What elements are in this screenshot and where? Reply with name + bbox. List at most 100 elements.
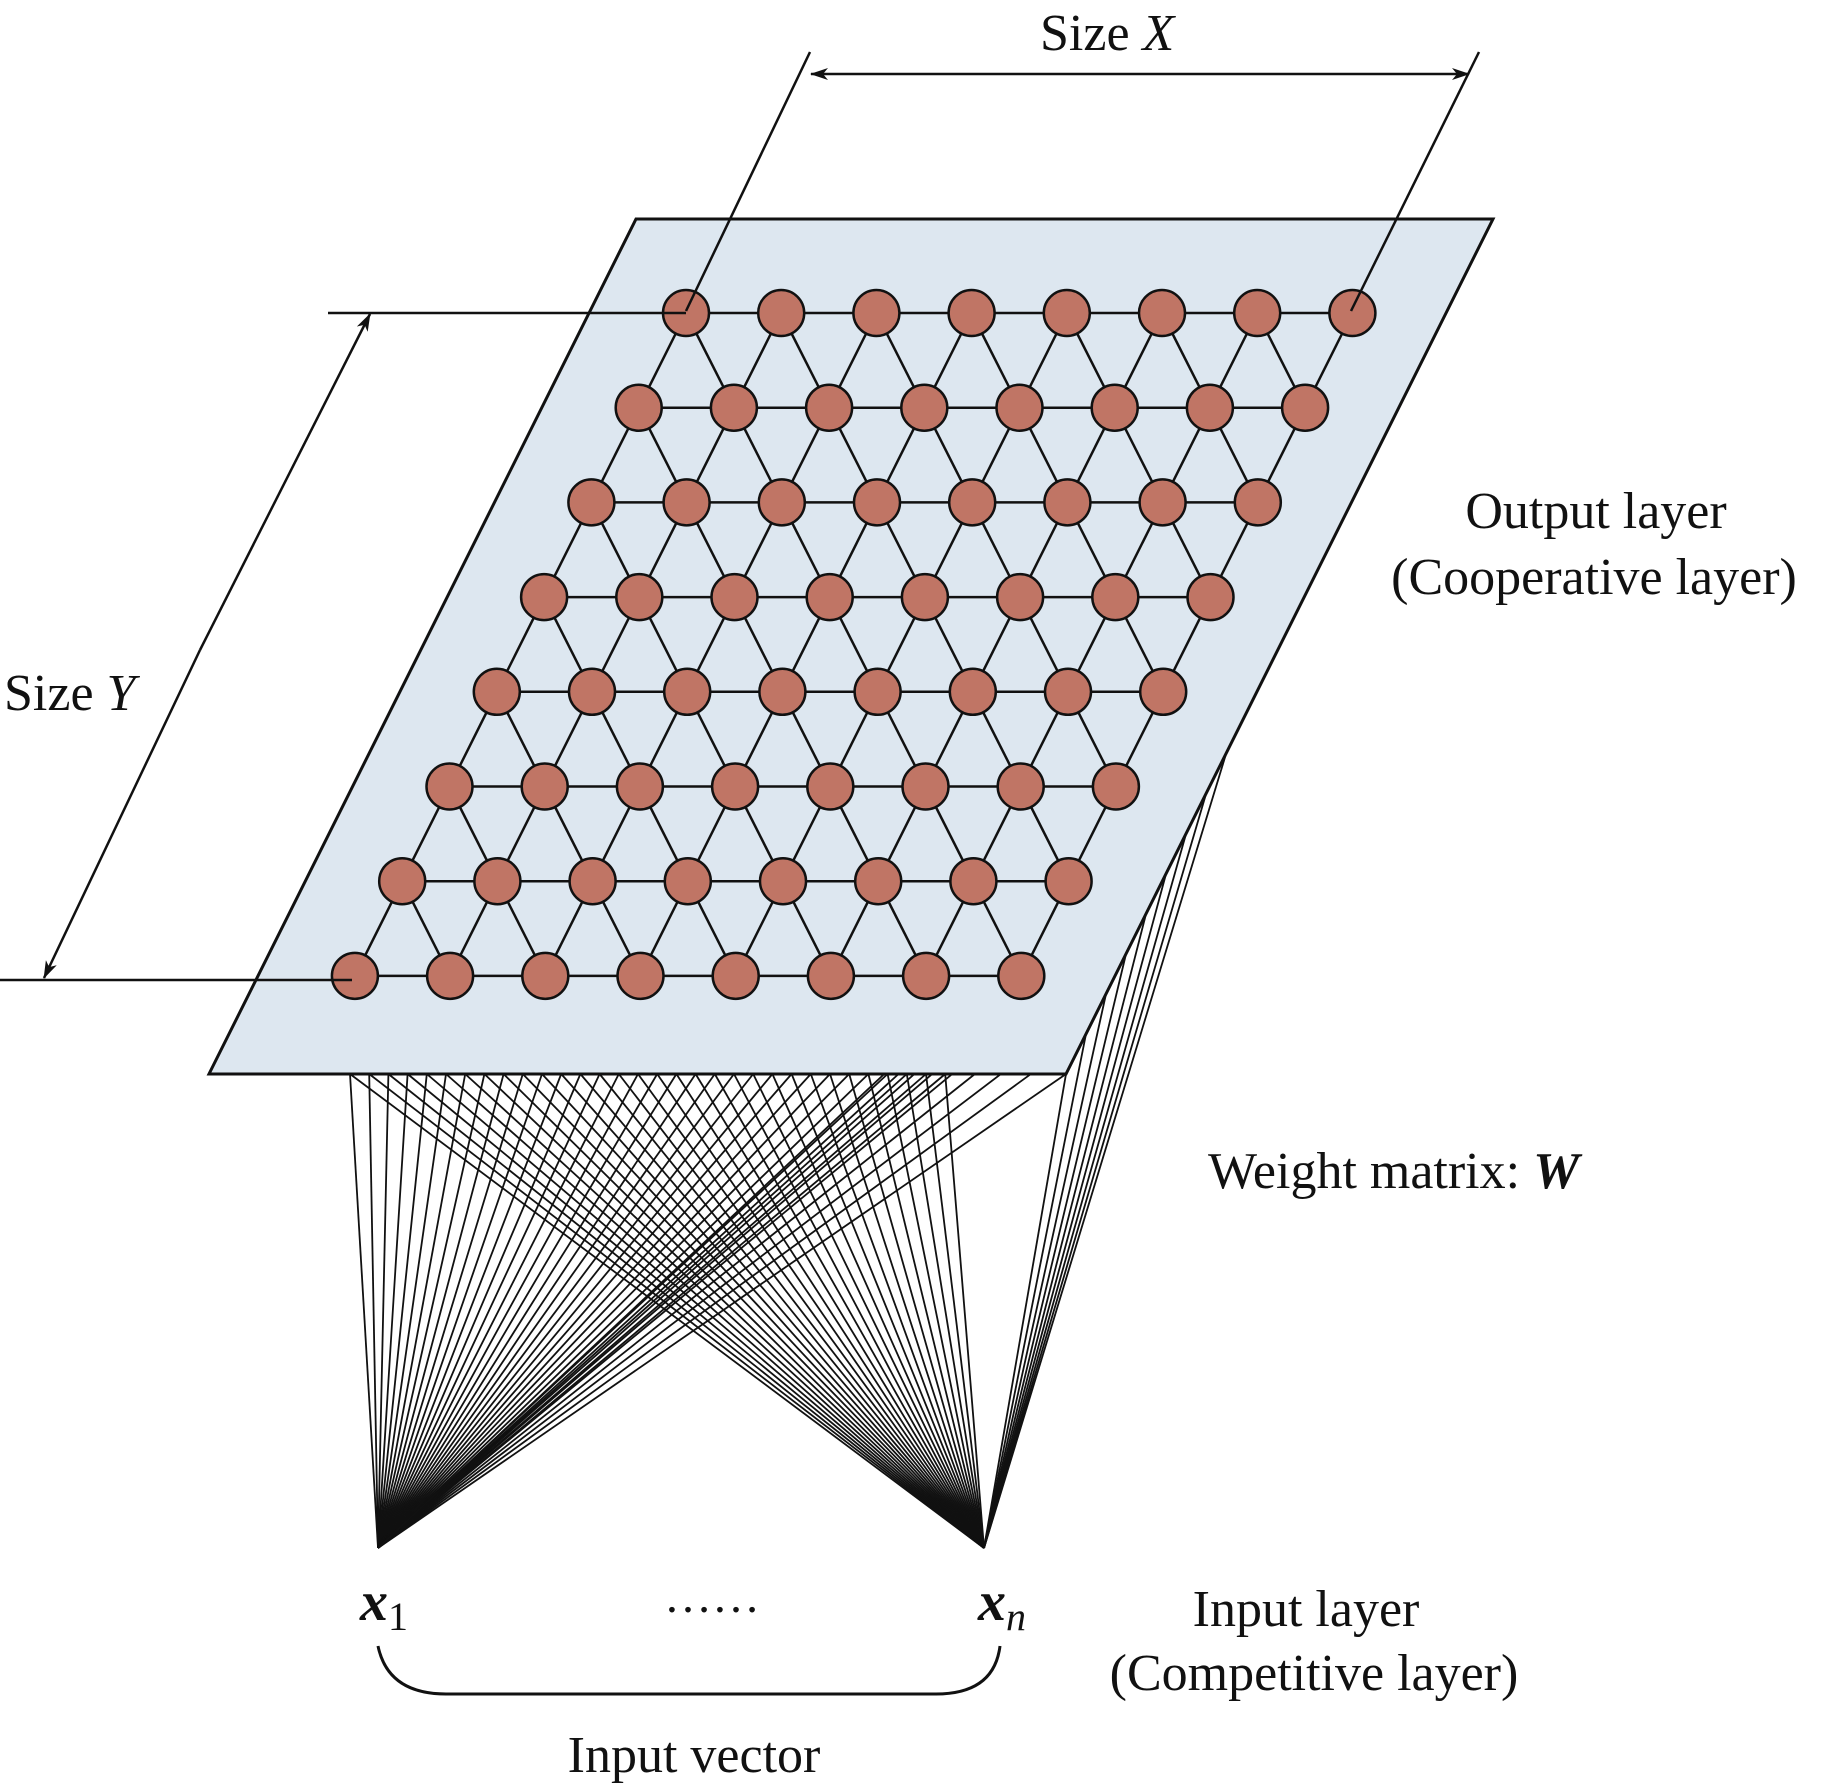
weight-line — [377, 1073, 716, 1549]
neuron-node — [519, 572, 569, 622]
neuron-node — [567, 478, 616, 527]
neuron-node — [1233, 478, 1283, 527]
neuron-node — [1044, 856, 1093, 906]
neuron-node — [472, 667, 522, 717]
weight-line — [377, 1073, 812, 1549]
weight-line — [541, 1073, 985, 1549]
weight-line — [598, 1073, 985, 1549]
neuron-node — [804, 383, 854, 432]
input-layer-label: Input layer — [1193, 1581, 1420, 1638]
neuron-node — [615, 762, 665, 811]
weight-line — [349, 1073, 985, 1549]
input-vector-brace — [376, 1645, 1002, 1696]
weight-line — [377, 1073, 678, 1549]
neuron-node — [1043, 478, 1092, 527]
neuron-node — [614, 383, 663, 432]
neuron-node — [662, 667, 712, 717]
weight-line — [983, 953, 1127, 1549]
output-layer-label: Output layer — [1465, 483, 1726, 540]
weight-connections — [349, 753, 1227, 1549]
weight-line — [377, 1073, 754, 1549]
neuron-node — [1138, 478, 1187, 527]
weight-matrix-label: Weight matrix: W — [1208, 1143, 1583, 1200]
output-layer-sublabel: (Cooperative layer) — [1391, 549, 1797, 606]
weight-line — [349, 1073, 379, 1549]
weight-line — [377, 1073, 486, 1549]
weight-line — [377, 1073, 850, 1549]
neuron-node — [1185, 383, 1235, 432]
weight-line — [656, 1073, 985, 1549]
weight-line — [377, 1073, 428, 1549]
neuron-node — [1043, 667, 1093, 717]
neuron-node — [1091, 762, 1141, 811]
neuron-node — [853, 856, 903, 906]
weight-line — [377, 1073, 1067, 1549]
neuron-node — [377, 856, 427, 906]
weight-line — [377, 1073, 505, 1549]
weight-line — [377, 1073, 409, 1549]
weight-line — [694, 1073, 985, 1549]
weight-line — [368, 1073, 379, 1549]
weight-line — [377, 1073, 447, 1549]
input-ellipsis: …… — [664, 1570, 760, 1623]
neuron-node — [662, 478, 711, 527]
neuron-node — [425, 762, 474, 811]
weight-line — [407, 1073, 985, 1549]
weight-line — [867, 1073, 985, 1549]
weight-line — [579, 1073, 985, 1549]
weight-line — [387, 1073, 985, 1549]
weight-line — [377, 1073, 658, 1549]
weight-line — [522, 1073, 985, 1549]
weight-line — [483, 1073, 985, 1549]
neuron-node — [853, 667, 902, 717]
neuron-node — [900, 383, 949, 432]
weight-line — [752, 1073, 985, 1549]
neuron-node — [901, 951, 951, 1001]
weight-line — [848, 1073, 985, 1549]
weight-line — [560, 1073, 985, 1549]
input-layer-sublabel: (Competitive layer) — [1110, 1645, 1519, 1702]
weight-line — [377, 1073, 774, 1549]
size-x-label: Size X — [1040, 5, 1177, 62]
weight-line — [377, 1073, 697, 1549]
weight-line — [377, 1073, 390, 1549]
neuron-node — [806, 951, 856, 1001]
neuron-node — [567, 667, 617, 717]
neuron-node — [997, 951, 1046, 1001]
neuron-node — [948, 667, 998, 717]
neuron-node — [900, 572, 950, 622]
neuron-node — [1232, 288, 1282, 338]
neuron-node — [520, 762, 569, 811]
neuron-node — [1186, 572, 1235, 622]
neuron-node — [996, 762, 1045, 811]
weight-line — [983, 833, 1187, 1549]
neuron-node — [758, 667, 807, 717]
weight-line — [983, 993, 1107, 1549]
neuron-node — [521, 951, 570, 1001]
weight-line — [983, 753, 1227, 1549]
neuron-node — [995, 383, 1044, 432]
weight-line — [983, 913, 1147, 1549]
size-x-dimension: Size X — [684, 5, 1481, 312]
weight-line — [445, 1073, 985, 1549]
neuron-node — [806, 762, 855, 811]
weight-line — [377, 993, 1107, 1549]
weight-line — [618, 1073, 985, 1549]
weight-line — [886, 1073, 985, 1549]
size-x-extension-left — [684, 51, 812, 312]
weight-line — [983, 793, 1207, 1549]
neuron-node — [757, 478, 807, 527]
neuron-node — [709, 383, 759, 432]
weight-line — [983, 1073, 1067, 1549]
neuron-node — [949, 856, 998, 906]
neuron-node — [947, 478, 997, 527]
neuron-node — [1280, 383, 1330, 432]
weight-line — [377, 1073, 543, 1549]
neuron-node — [710, 762, 760, 811]
neuron-node — [616, 951, 665, 1001]
output-layer-plane — [206, 217, 1496, 1076]
neuron-node — [663, 856, 713, 906]
neuron-node — [473, 856, 522, 906]
neuron-node — [852, 288, 901, 338]
